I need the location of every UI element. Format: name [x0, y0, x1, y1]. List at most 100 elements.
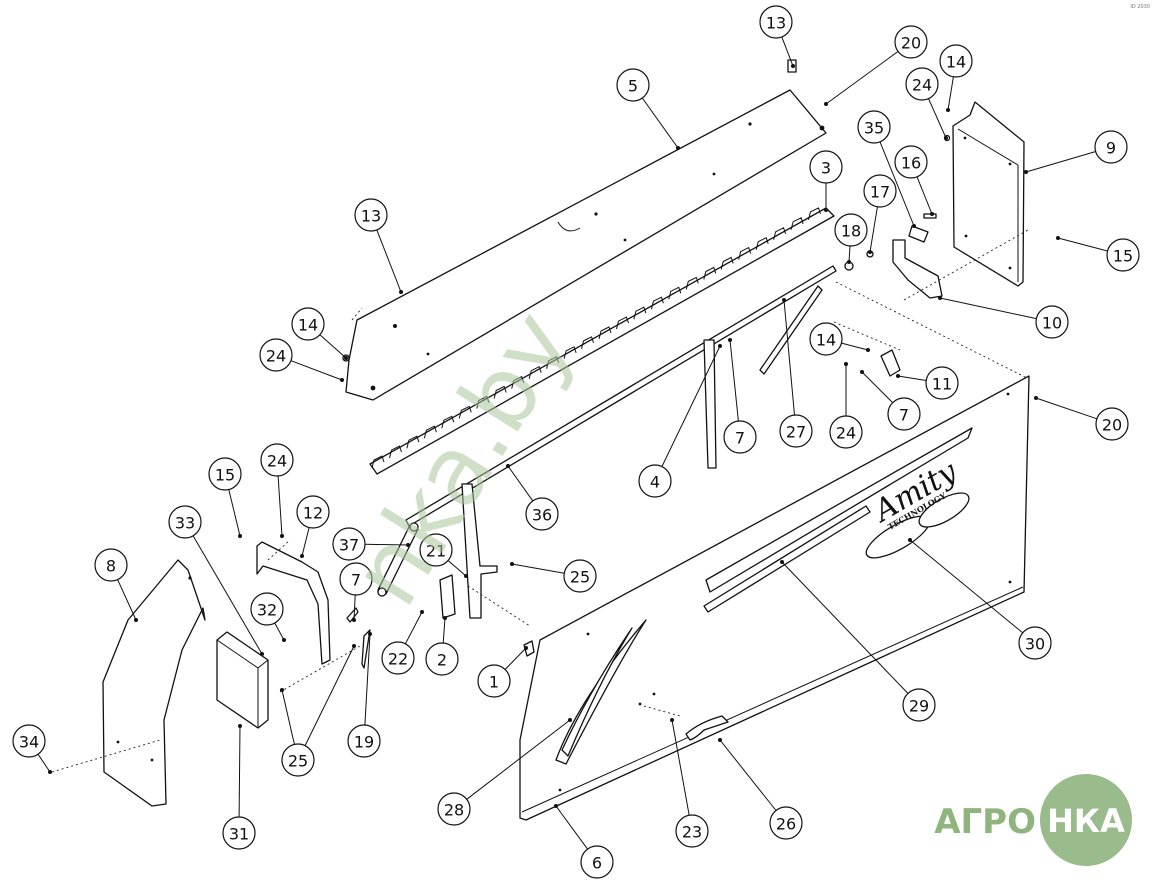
leader-dot-24 [944, 136, 948, 140]
svg-text:22: 22 [388, 650, 408, 669]
callout-23: 23 [675, 814, 709, 848]
callout-24: 24 [260, 443, 294, 477]
part-4-rail [405, 265, 837, 619]
part-31-block [216, 631, 269, 729]
leader-2 [442, 617, 446, 644]
svg-text:13: 13 [766, 14, 786, 33]
svg-text:7: 7 [351, 571, 361, 590]
leader-dot-26 [718, 738, 722, 742]
leader-lines [37, 36, 1108, 850]
leader-13 [376, 229, 402, 293]
leader-dot-33 [260, 652, 264, 656]
leader-11 [897, 375, 927, 381]
leader-dot-13 [791, 64, 795, 68]
callout-13: 13 [354, 198, 388, 232]
leader-19 [364, 633, 371, 726]
svg-text:15: 15 [215, 466, 235, 485]
leader-7 [861, 371, 894, 404]
leader-25 [281, 689, 295, 745]
leader-36 [507, 465, 534, 502]
part-37-strut [377, 522, 535, 657]
svg-text:7: 7 [899, 406, 909, 425]
fasteners [342, 59, 951, 669]
svg-text:14: 14 [298, 316, 318, 335]
leader-dot-25 [510, 562, 514, 566]
callout-17: 17 [863, 174, 897, 208]
vent-grilles [865, 492, 970, 559]
leader-dot-10 [938, 296, 942, 300]
svg-text:НКА: НКА [1047, 802, 1125, 840]
leader-dot-29 [780, 560, 784, 564]
callout-22: 22 [381, 641, 415, 675]
leader-dot-21 [464, 574, 468, 578]
leader-15 [228, 489, 241, 537]
svg-text:25: 25 [288, 752, 308, 771]
leader-dot-7 [728, 338, 732, 342]
leader-dot-22 [420, 610, 424, 614]
leader-dot-14 [946, 108, 950, 112]
callout-34: 34 [12, 724, 46, 758]
leader-27 [783, 299, 795, 416]
leader-dot-36 [506, 464, 510, 468]
leader-14 [319, 334, 347, 359]
svg-text:37: 37 [339, 536, 359, 555]
leader-dot-25 [280, 688, 284, 692]
callout-28: 28 [437, 792, 471, 826]
svg-text:24: 24 [836, 424, 856, 443]
callout-12: 12 [296, 495, 330, 529]
leader-18 [848, 245, 851, 263]
svg-text:31: 31 [229, 825, 249, 844]
callout-2: 2 [425, 642, 459, 676]
leader-dot-14 [866, 348, 870, 352]
callout-14: 14 [939, 44, 973, 78]
leader-24 [277, 475, 283, 537]
callout-16: 16 [894, 145, 928, 179]
leader-14 [841, 342, 869, 351]
svg-text:26: 26 [776, 815, 796, 834]
svg-text:3: 3 [821, 159, 831, 178]
callout-15: 15 [1106, 238, 1140, 272]
leader-12 [301, 527, 310, 557]
leader-28 [466, 719, 571, 800]
callout-25: 25 [281, 743, 315, 777]
callout-31: 31 [222, 816, 256, 850]
part-6-side-panel: Amity TECHNOLOGY [519, 375, 1030, 821]
callout-20: 20 [894, 25, 928, 59]
svg-text:2: 2 [437, 651, 447, 670]
leader-dot-24 [340, 378, 344, 382]
leader-dot-30 [908, 538, 912, 542]
svg-text:13: 13 [361, 207, 381, 226]
svg-text:34: 34 [19, 733, 39, 752]
callout-18: 18 [834, 213, 868, 247]
part-8-left-cover [102, 559, 206, 807]
callout-26: 26 [769, 806, 803, 840]
callout-33: 33 [168, 505, 202, 539]
leader-dot-7 [860, 370, 864, 374]
agro-nka-logo: АГРО НКА [934, 774, 1132, 866]
callout-24: 24 [829, 415, 863, 449]
callout-37: 37 [332, 527, 366, 561]
leader-dot-28 [568, 718, 572, 722]
svg-text:11: 11 [932, 375, 952, 394]
leader-37 [364, 543, 409, 546]
callout-32: 32 [250, 592, 284, 626]
svg-text:АГРО: АГРО [934, 802, 1036, 842]
callout-9: 9 [1094, 130, 1128, 164]
svg-text:23: 23 [682, 823, 702, 842]
callout-4: 4 [638, 464, 672, 498]
svg-text:17: 17 [870, 183, 890, 202]
svg-text:7: 7 [735, 429, 745, 448]
callout-6: 6 [580, 845, 614, 879]
svg-text:30: 30 [1025, 635, 1045, 654]
leader-dot-19 [368, 632, 372, 636]
svg-text:32: 32 [257, 601, 277, 620]
svg-text:36: 36 [532, 506, 552, 525]
leader-21 [447, 560, 467, 577]
leader-7 [353, 594, 356, 621]
leader-4 [661, 345, 721, 467]
svg-text:16: 16 [901, 154, 921, 173]
svg-text:25: 25 [570, 568, 590, 587]
svg-text:8: 8 [106, 557, 116, 576]
leader-17 [869, 206, 878, 253]
